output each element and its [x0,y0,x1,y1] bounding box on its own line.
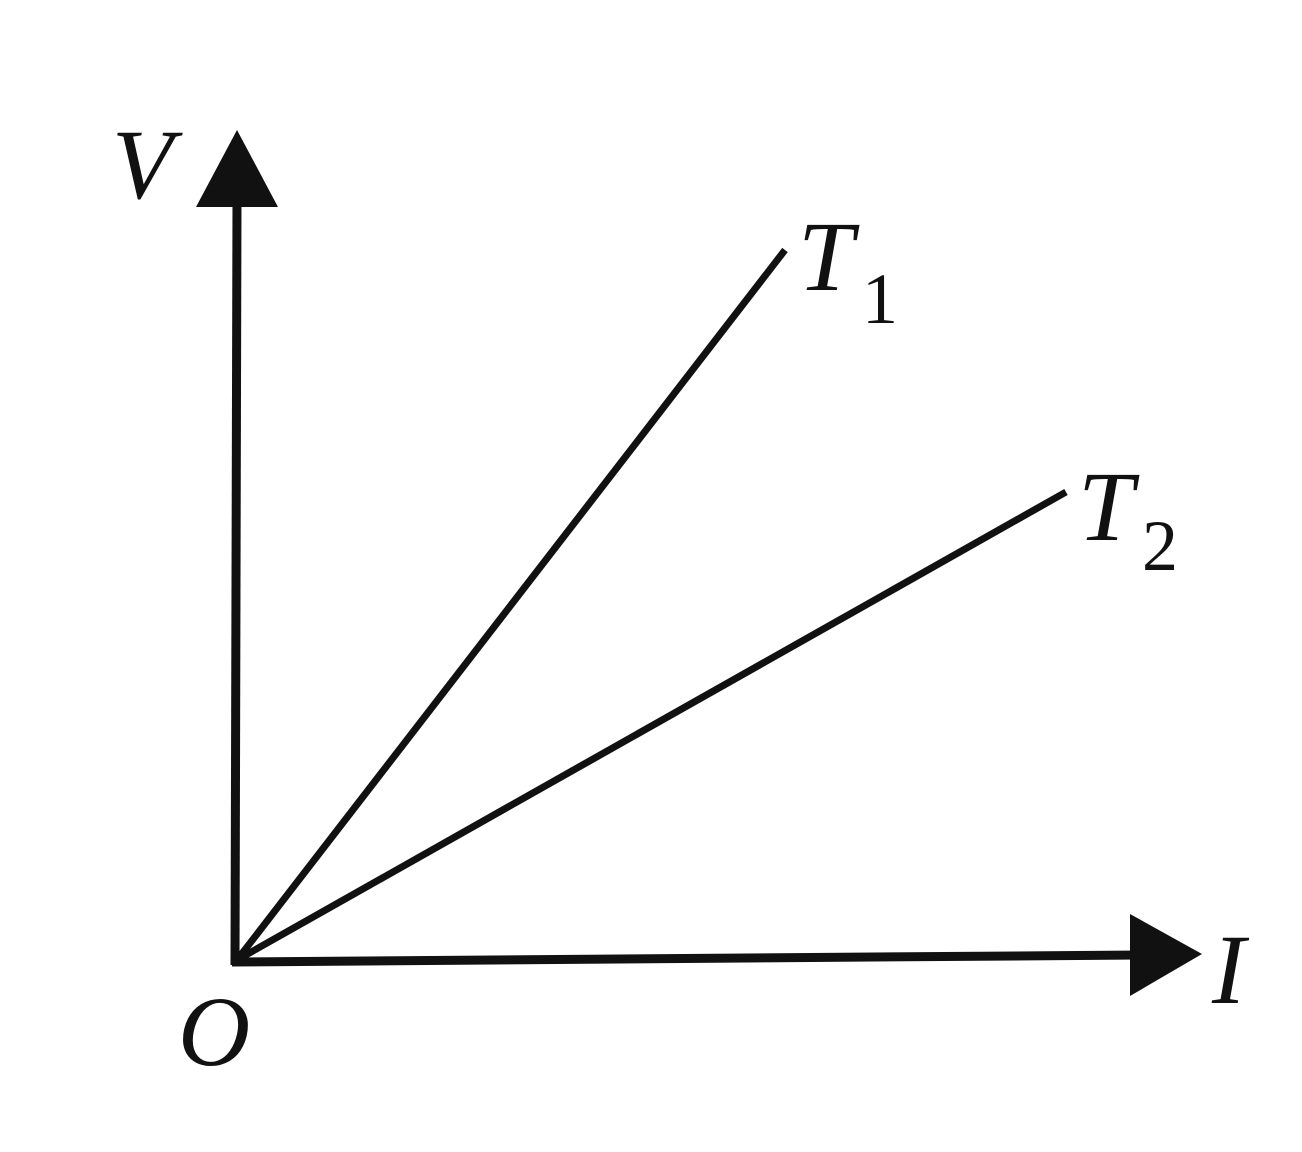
line-t1-subscript: 1 [862,259,898,339]
line-t1 [234,247,788,963]
x-axis-arrowhead [1130,914,1202,996]
line-t2 [235,488,1068,964]
line-t2-subscript: 2 [1142,506,1178,586]
x-axis-label: I [1211,914,1250,1025]
y-axis [230,199,242,966]
x-axis [231,950,1141,967]
y-axis-arrowhead [196,130,278,207]
y-axis-label: V [112,109,183,220]
line-t1-label: T [798,201,860,312]
origin-label: O [178,976,250,1087]
line-t2-label: T [1078,451,1140,562]
